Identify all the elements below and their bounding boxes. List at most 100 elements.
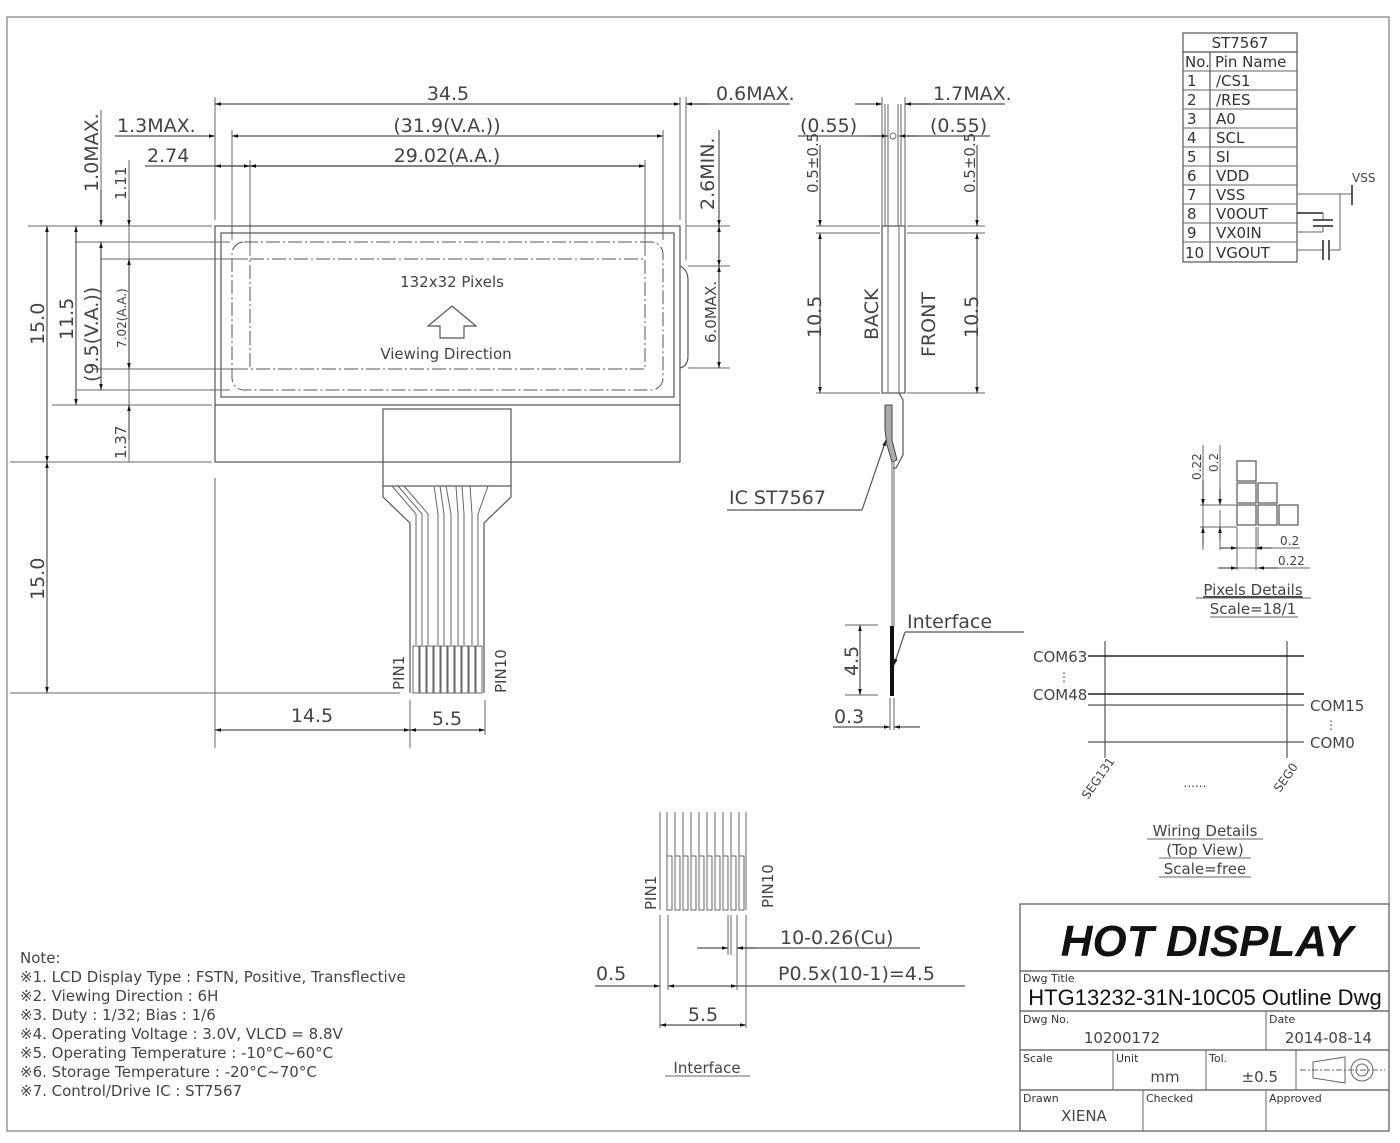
viewing-direction-arrow-icon	[426, 305, 478, 339]
fpc-traces	[391, 485, 489, 645]
vertical-ellipsis: ⋮	[1325, 718, 1337, 732]
fpc-stiffener	[382, 408, 512, 487]
interface-edge: 0.5	[596, 963, 626, 985]
wiring-caption: Wiring Details	[1153, 822, 1258, 840]
dim-aa-width: 29.02(A.A.)	[394, 145, 501, 167]
interface-caption: Interface	[673, 1059, 740, 1077]
back-label: BACK	[861, 288, 883, 340]
notes-heading: Note:	[20, 949, 61, 967]
seg-dots: ......	[1184, 776, 1207, 790]
checked-label: Checked	[1146, 1092, 1193, 1105]
vss-label: VSS	[1352, 171, 1375, 185]
note-item: ※3. Duty : 1/32; Bias : 1/6	[20, 1006, 216, 1024]
dim-fpc-width: 5.5	[432, 708, 462, 730]
note-item: ※6. Storage Temperature : -20°C~70°C	[20, 1063, 317, 1081]
dim-va-width: (31.9(V.A.))	[393, 115, 500, 137]
svg-text:V0OUT: V0OUT	[1216, 205, 1269, 223]
table-row: 4 SCL	[1187, 129, 1245, 147]
side-view: 1.7MAX. (0.55) (0.55) 0.5±0.5 0.5±0.5 10…	[727, 83, 1024, 730]
notes: Note: ※1. LCD Display Type : FSTN, Posit…	[20, 949, 406, 1100]
dwg-title: HTG13232-31N-10C05 Outline Dwg	[1028, 985, 1381, 1010]
note-item: ※5. Operating Temperature : -10°C~60°C	[20, 1044, 333, 1062]
dim-right-margin: 0.6MAX.	[716, 83, 795, 105]
ic-label: IC ST7567	[729, 487, 826, 509]
interface-trace: 10-0.26(Cu)	[780, 927, 893, 949]
dim-left-055: (0.55)	[800, 115, 857, 137]
pixels-label: 132x32 Pixels	[400, 273, 504, 291]
dim-bottom-137: 1.37	[112, 426, 130, 459]
dim-fpc-length: 15.0	[27, 558, 49, 600]
dim-glass-height: 11.5	[56, 298, 78, 340]
dim-tol-right: 0.5±0.5	[961, 133, 979, 193]
svg-text:SI: SI	[1216, 148, 1230, 166]
pin-table-title: ST7567	[1212, 34, 1269, 52]
note-item: ※7. Control/Drive IC : ST7567	[20, 1082, 242, 1100]
unit: mm	[1150, 1068, 1179, 1086]
svg-text:SCL: SCL	[1216, 129, 1245, 147]
active-area	[249, 258, 646, 370]
svg-text:3: 3	[1187, 110, 1197, 128]
fpc-contacts	[412, 645, 483, 694]
dim-overall-width: 34.5	[427, 83, 469, 105]
svg-text:2: 2	[1187, 91, 1197, 109]
interface-pitch: P0.5x(10-1)=4.5	[778, 963, 935, 985]
svg-text:VSS: VSS	[1216, 186, 1245, 204]
module-outline	[214, 225, 681, 463]
dim-va-height: (9.5(V.A.))	[81, 287, 103, 382]
dim-interface-thk: 0.3	[834, 706, 864, 728]
viewing-area	[231, 241, 664, 391]
ic-chip	[884, 404, 898, 463]
com48-label: COM48	[1033, 686, 1087, 704]
dwg-no: 10200172	[1084, 1029, 1160, 1047]
wiring-scale: Scale=free	[1164, 860, 1247, 878]
dim-pixel-02-h: 0.2	[1280, 534, 1299, 548]
table-row: 8 V0OUT	[1187, 205, 1269, 223]
pin1-label: PIN1	[390, 656, 408, 690]
table-row: 9 VX0IN	[1187, 224, 1262, 242]
pixel-details-scale: Scale=18/1	[1210, 600, 1297, 618]
dim-left-13max: 1.3MAX.	[117, 115, 196, 137]
dim-interface-len: 4.5	[841, 646, 863, 676]
interface-contact	[890, 626, 894, 696]
dim-left-274: 2.74	[147, 145, 189, 167]
polarizer	[220, 232, 675, 398]
unit-label: Unit	[1116, 1052, 1139, 1065]
dim-height-right: 10.5	[961, 296, 983, 338]
svg-text:7: 7	[1187, 186, 1197, 204]
wiring-details: COM63 ⋮ COM48 COM15 ⋮ COM0 SEG131 SEG0 .…	[1033, 641, 1364, 878]
tolerance: ±0.5	[1242, 1068, 1278, 1086]
dim-height-left: 10.5	[804, 296, 826, 338]
capacitor-network: VSS	[1297, 171, 1375, 260]
note-item: ※2. Viewing Direction : 6H	[20, 987, 218, 1005]
dim-top-10max: 1.0MAX.	[81, 113, 103, 192]
front-view: 34.5 0.6MAX. (31.9(V.A.)) 1.3MAX. 29.02(…	[10, 83, 795, 748]
seg131-label: SEG131	[1079, 755, 1118, 802]
title-block: HOT DISPLAY Dwg Title HTG13232-31N-10C05…	[1019, 903, 1390, 1132]
svg-text:/RES: /RES	[1216, 91, 1250, 109]
viewing-direction-label: Viewing Direction	[380, 345, 511, 363]
dim-fpc-offset: 14.5	[291, 705, 333, 727]
dim-side-60max: 6.0MAX.	[702, 281, 720, 343]
drawing-border	[6, 16, 1390, 1132]
interface-pin1: PIN1	[642, 876, 660, 910]
svg-text:VGOUT: VGOUT	[1216, 244, 1271, 262]
front-label: FRONT	[918, 292, 940, 357]
pin10-label: PIN10	[492, 649, 510, 693]
svg-text:4: 4	[1187, 129, 1197, 147]
dim-tol-left: 0.5±0.5	[804, 133, 822, 193]
svg-text:8: 8	[1187, 205, 1197, 223]
svg-text:VX0IN: VX0IN	[1216, 224, 1262, 242]
svg-text:VDD: VDD	[1216, 167, 1249, 185]
svg-text:9: 9	[1187, 224, 1197, 242]
dim-aa-height: 7.02(A.A.)	[115, 288, 129, 348]
com15-label: COM15	[1310, 697, 1364, 715]
vertical-ellipsis: ⋮	[1058, 670, 1070, 684]
pin-table-header-no: No.	[1185, 53, 1210, 71]
pin-table-header-name: Pin Name	[1215, 53, 1286, 71]
interface-detail: PIN1 PIN10 10-0.26(Cu) 0.5 P0.5x(10-1)=4…	[595, 812, 965, 1077]
